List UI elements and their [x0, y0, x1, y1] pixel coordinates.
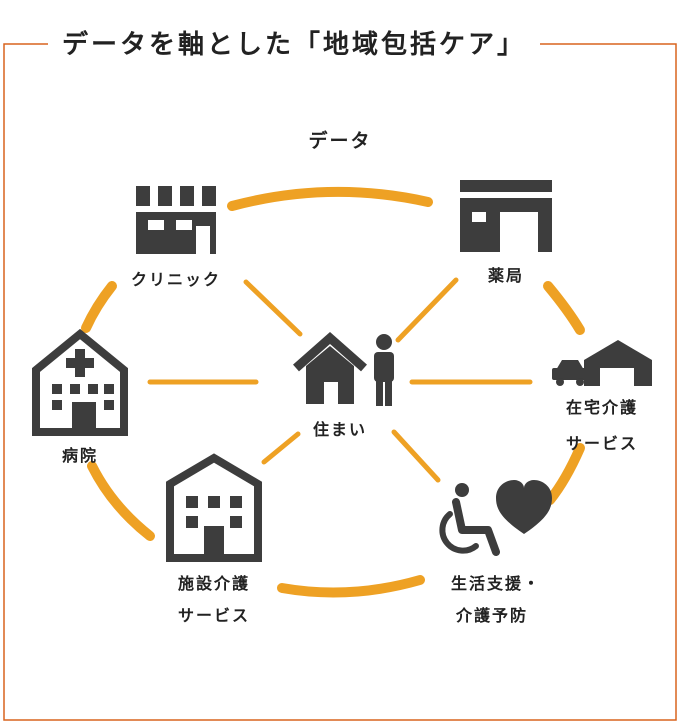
data-ring	[81, 186, 585, 598]
ring-arc-lower-right	[545, 443, 585, 505]
heart-icon	[496, 480, 552, 534]
hospital-icon	[32, 328, 128, 436]
node-label-home-care-2: サービス	[565, 434, 639, 453]
ring-arc-upper-right	[543, 281, 585, 335]
node-label-home-care-1: 在宅介護	[565, 398, 639, 417]
facility-building-icon	[166, 453, 262, 562]
garage-icon	[584, 340, 652, 386]
spoke-facility	[261, 431, 301, 465]
node-label-support-1: 生活支援・	[450, 574, 542, 593]
node-label-clinic: クリニック	[130, 270, 222, 289]
ring-arc-lower-left	[87, 461, 155, 541]
clinic-windows	[148, 220, 210, 254]
car-icon	[552, 360, 588, 386]
person-icon	[374, 334, 394, 406]
node-label-support-2: 介護予防	[455, 606, 529, 625]
ring-arc-top	[227, 186, 433, 211]
node-label-pharmacy: 薬局	[487, 266, 525, 285]
ring-arc-upper-left	[81, 281, 117, 333]
hub-label-housing: 住まい	[312, 420, 368, 439]
spoke-clinic	[243, 279, 303, 337]
spokes	[147, 277, 533, 483]
spoke-support	[391, 429, 441, 483]
node-label-facility-2: サービス	[177, 606, 251, 625]
node-label-facility-1: 施設介護	[177, 574, 251, 593]
node-label-hospital: 病院	[61, 446, 99, 465]
ring-arc-bottom	[277, 575, 425, 598]
pharmacy-windows	[472, 212, 538, 252]
house-icon	[293, 331, 367, 404]
center-data-label: データ	[308, 130, 372, 152]
spoke-pharmacy	[395, 277, 459, 343]
wheelchair-icon	[439, 483, 500, 556]
page-title: データを軸とした「地域包括ケア」	[48, 22, 541, 68]
